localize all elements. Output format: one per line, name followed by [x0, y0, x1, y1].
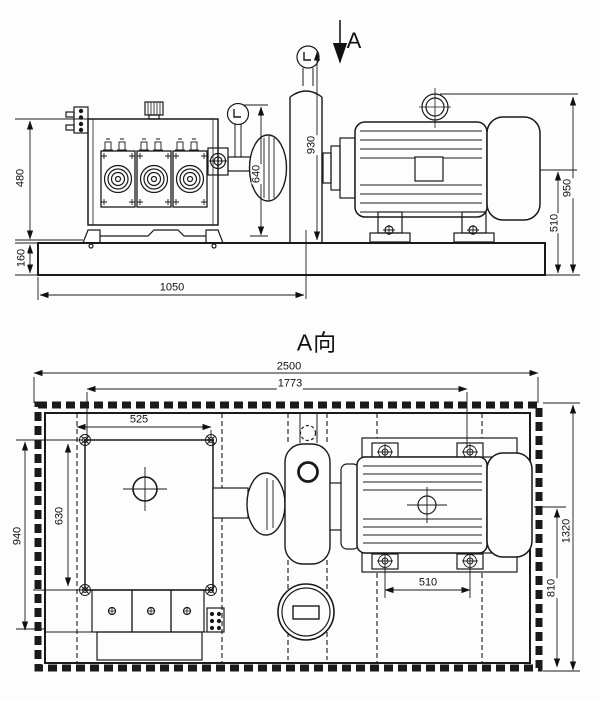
motor-end-cap-plan [486, 452, 533, 558]
dim-motor-center-offset: 810 [545, 577, 558, 599]
pump-plan-view [45, 434, 225, 661]
air-chamber-column [289, 45, 323, 243]
base-plate [37, 242, 546, 276]
pump-feet [82, 229, 224, 249]
side-view [15, 20, 580, 300]
dim-overall-length: 2500 [275, 360, 303, 373]
plunger-bore-3 [175, 164, 205, 194]
motor-anchor-bolts [377, 444, 478, 569]
pump-center-mark [123, 467, 167, 511]
dim-shaft-height: 510 [548, 212, 561, 234]
pulley-plan-view [212, 472, 286, 536]
dim-pump-bolt-span-y: 630 [53, 505, 66, 527]
inlet-flange-bracket [65, 106, 89, 134]
plan-view-title: A向 [296, 329, 338, 356]
motor-plan-view [329, 437, 533, 573]
dim-motor-bolt-span: 510 [417, 576, 439, 589]
motor-end-cap [486, 116, 541, 221]
plunger-bore-1 [103, 164, 133, 194]
cross-members [76, 413, 483, 663]
relief-valve-cap [144, 101, 164, 120]
dim-overall-width: 1320 [560, 517, 573, 545]
dim-pulley-height: 640 [250, 163, 263, 185]
dim-pump-overall-width: 940 [11, 525, 24, 547]
dim-pump-bolt-span-x: 525 [128, 413, 150, 426]
motor-feet [369, 211, 495, 243]
dim-inner-length: 1773 [276, 377, 304, 390]
plunger-bore-2 [139, 164, 169, 194]
dim-pump-height: 480 [14, 167, 27, 189]
motor-center-mark [407, 487, 447, 523]
terminal-box [414, 156, 444, 182]
dim-base-height: 160 [15, 247, 28, 269]
pump-anchor-bolts [79, 434, 217, 596]
lifting-eye [419, 88, 451, 128]
shaft-coupling [322, 137, 356, 199]
valve-covers-plan [91, 589, 225, 633]
dim-overall-height: 950 [561, 177, 574, 199]
plunger-modules [100, 138, 208, 208]
dim-pump-length: 1050 [158, 281, 186, 294]
pump-side-view [65, 101, 229, 249]
valve-studs [103, 138, 199, 151]
pressure-gauge-icon [226, 102, 253, 172]
section-arrow-label: A [346, 28, 362, 53]
air-chamber-plan [284, 413, 331, 565]
motor-side-view [354, 88, 541, 243]
plan-view [16, 369, 580, 672]
dim-air-chamber-height: 930 [305, 134, 318, 156]
sight-glass-plan [277, 583, 335, 641]
